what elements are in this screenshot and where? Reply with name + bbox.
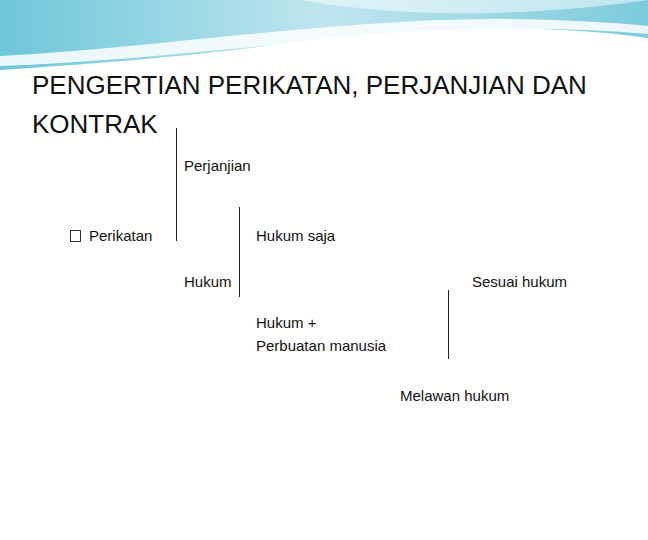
tree-label: Perikatan — [89, 224, 152, 247]
bracket-line — [176, 128, 177, 241]
tree-label: Hukum saja — [256, 224, 335, 247]
bracket-line — [239, 207, 240, 297]
swoosh-highlight — [300, 0, 648, 13]
bullet-symbol — [71, 231, 81, 242]
slide-title: PENGERTIAN PERIKATAN, PERJANJIAN DAN KON… — [32, 66, 632, 144]
tree-label: Sesuai hukum — [472, 270, 567, 293]
top-swoosh — [0, 0, 648, 70]
tree-label: Hukum — [184, 270, 232, 293]
tree-label: Hukum + Perbuatan manusia — [256, 311, 388, 357]
bracket-line — [448, 290, 449, 359]
tree-label: Melawan hukum — [400, 384, 509, 407]
tree-label: Perjanjian — [184, 154, 251, 177]
swoosh-highlight — [0, 19, 648, 66]
